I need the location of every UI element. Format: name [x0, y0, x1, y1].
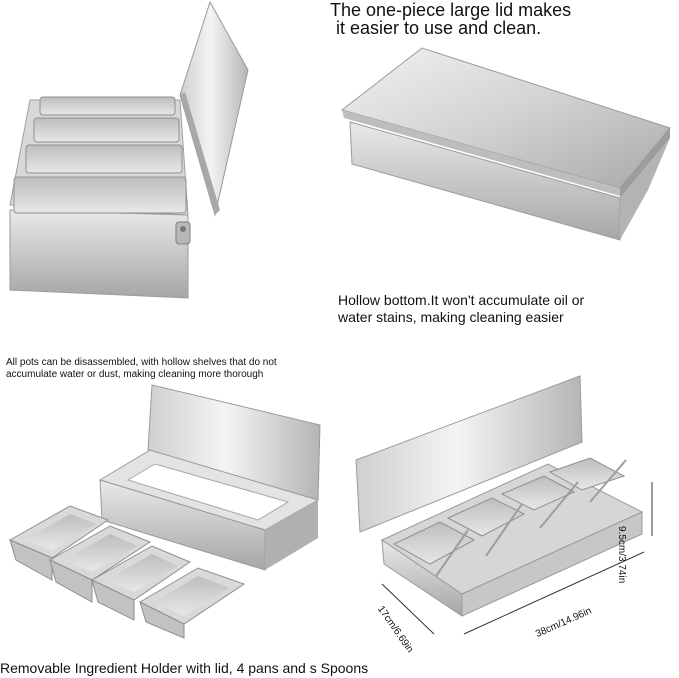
- photo-open-holder: [0, 0, 330, 330]
- disassembly-line1: All pots can be disassembled, with hollo…: [6, 357, 277, 368]
- pan-row-2: [33, 117, 180, 143]
- pan-row-3: [25, 144, 183, 174]
- photo-closed-holder: [330, 40, 679, 290]
- compartment-3: [500, 475, 576, 511]
- compartment-2: [446, 497, 526, 537]
- product-caption: Removable Ingredient Holder with lid, 4 …: [0, 660, 369, 676]
- photo-dimensions: [352, 372, 679, 662]
- hollow-bottom-line2: water stains, making cleaning easier: [338, 309, 564, 325]
- photo-disassembled: [0, 380, 340, 640]
- dimension-height: 9.5cm/3.74in: [616, 526, 627, 584]
- pan-1: [8, 505, 110, 581]
- pan-4: [138, 567, 246, 639]
- pan-3: [90, 545, 192, 621]
- spoons: [431, 459, 627, 583]
- pan-2: [48, 525, 152, 603]
- pan-row-1: [39, 96, 176, 116]
- lid-description-line2: it easier to use and clean.: [336, 18, 542, 38]
- compartment-1: [392, 521, 476, 565]
- lid-description-line1: The one-piece large lid makes: [330, 0, 572, 20]
- disassembly-line2: accumulate water or dust, making cleanin…: [6, 369, 264, 380]
- hollow-bottom-line1: Hollow bottom.It won't accumulate oil or: [338, 292, 585, 308]
- pan-row-4: [13, 176, 187, 214]
- compartment-4: [548, 457, 626, 491]
